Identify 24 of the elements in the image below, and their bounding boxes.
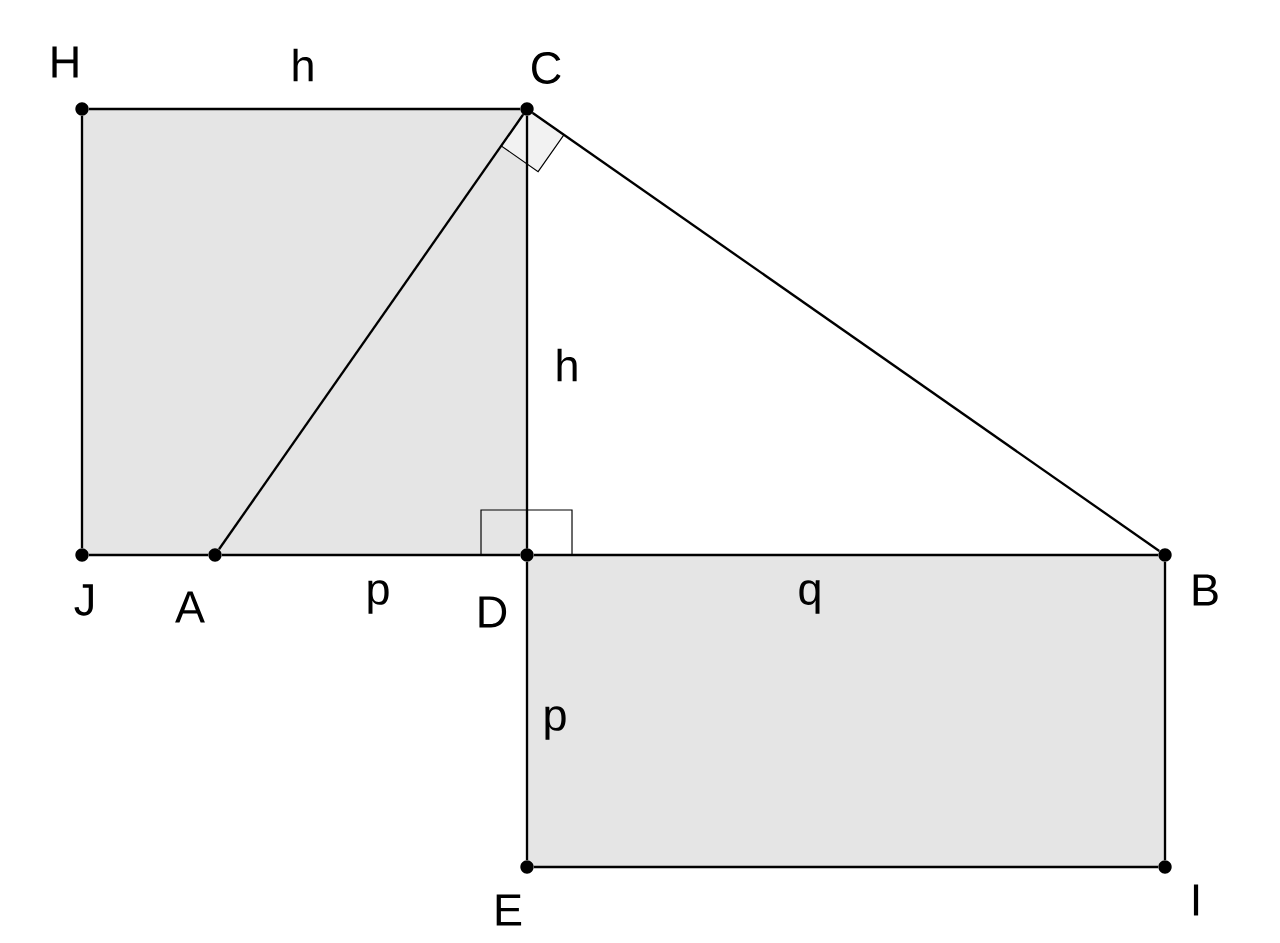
line-segment bbox=[525, 116, 529, 548]
line-segment bbox=[218, 114, 524, 550]
point-label: B bbox=[1193, 574, 1218, 606]
edge-label: h bbox=[557, 348, 577, 382]
line-segment bbox=[534, 865, 1158, 869]
point-label: J bbox=[74, 584, 93, 616]
line-segment bbox=[222, 553, 520, 557]
point-label: C bbox=[532, 52, 561, 84]
point-label: E bbox=[496, 894, 522, 926]
edge-label: p bbox=[368, 580, 389, 614]
point-label: H bbox=[52, 46, 78, 78]
edge-label: p bbox=[545, 706, 566, 740]
line-segment bbox=[525, 562, 529, 860]
edge-label: q bbox=[799, 580, 820, 614]
line-segment bbox=[1163, 562, 1167, 860]
point-label: D bbox=[479, 596, 507, 628]
line-segment bbox=[89, 107, 520, 111]
line-segment bbox=[80, 116, 84, 548]
line-segment bbox=[89, 553, 208, 557]
line-segment bbox=[534, 553, 1158, 557]
line-segment bbox=[532, 112, 1160, 552]
point-label: I bbox=[1193, 884, 1199, 916]
edge-label: h bbox=[293, 48, 313, 82]
point-label: A bbox=[175, 591, 205, 623]
